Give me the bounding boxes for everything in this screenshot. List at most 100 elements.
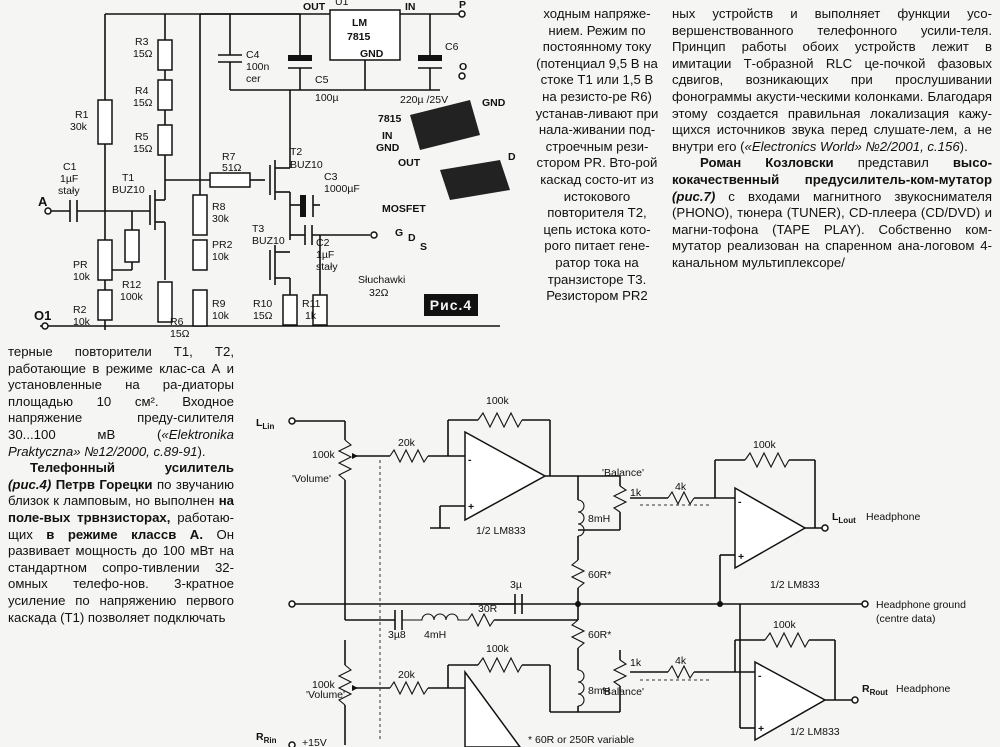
c3u-label: 3µ [510, 579, 522, 591]
mosfet-g-label: G [395, 227, 403, 239]
r2-label: R2 [73, 304, 87, 316]
lm-label: LM [352, 17, 367, 29]
mosfet-d-label: D [408, 232, 416, 244]
right-p2-ref: (рис.7) [672, 188, 716, 204]
r10-value: 15Ω [253, 310, 273, 322]
right-p2-rest: с входами магнитного звукоснимателя (PHO… [672, 188, 992, 270]
left-p2-b2: в режиме классв А. [46, 526, 203, 542]
pkg-gnd2-label: GND [482, 97, 506, 109]
rin-sub: Rin [264, 736, 277, 745]
reg-label: 7815 [347, 31, 371, 43]
t3-label: T3 [252, 223, 264, 235]
c4-value: 100n [246, 61, 270, 73]
left-p2-bold: Телефонный усилитель [30, 460, 234, 476]
o1-label: O1 [34, 308, 51, 323]
pr-label: PR [73, 259, 88, 271]
r5-label: R5 [135, 131, 149, 143]
v15-label: +15V [302, 737, 327, 747]
t2-label: T2 [290, 146, 302, 158]
r5-value: 15Ω [133, 143, 153, 155]
r60-1: 60R* [588, 569, 611, 581]
u1-label: U1 [335, 0, 349, 8]
pr2-label: PR2 [212, 239, 233, 251]
r4k-1: 4k [675, 481, 687, 493]
left-p1-body: терные повторители Т1, Т2, работающие в … [8, 344, 234, 442]
r6-label: R6 [170, 316, 184, 328]
r12-value: 100k [120, 291, 144, 303]
pkg-in-label: IN [382, 130, 393, 142]
c4-type: cer [246, 73, 261, 85]
lout-label: LLout [832, 511, 856, 525]
c3-label: C3 [324, 171, 338, 183]
r11-value: 1k [305, 310, 317, 322]
c4-label: C4 [246, 49, 260, 61]
r7-label: R7 [222, 151, 236, 163]
r4-label: R4 [135, 85, 149, 97]
l4mh-label: 4mH [424, 629, 446, 641]
right-p2-a: представил [833, 155, 953, 171]
left-p2-b1: на поле-вых трвнзисторах, [8, 493, 234, 525]
lout-headphone: Headphone [866, 511, 920, 523]
c1-value: 1µF [60, 173, 78, 185]
right-paragraph-2: Роман Козловски представил высо-кокачест… [672, 155, 992, 271]
pot-100k-2: 100k [312, 679, 336, 691]
opamp1-minus: - [468, 454, 472, 466]
pkg-out-label: OUT [398, 157, 421, 169]
c5-value: 100µ [315, 92, 339, 104]
opamp3-plus: + [758, 723, 764, 735]
right-paragraph-1: ных устройств и выполняет функции усо-ве… [672, 6, 992, 155]
left-p2-a: по звучанию близок к ламповым, но выполн… [8, 476, 234, 509]
lin-sub: Lin [262, 422, 274, 431]
lout-sub: Lout [838, 516, 856, 525]
regulator-7815 [329, 9, 401, 61]
left-column-text: терные повторители Т1, Т2, работающие в … [8, 344, 234, 626]
headphone-ground-note: (centre data) [876, 613, 936, 625]
r60-2: 60R* [588, 629, 611, 641]
r3-value: 15Ω [133, 48, 153, 60]
opamp2-plus: + [738, 551, 744, 563]
r20k-1: 20k [398, 437, 416, 449]
rout-sub: Rout [870, 688, 889, 697]
r7-value: 51Ω [222, 162, 242, 174]
right-p1-body: ных устройств и выполняет функции усо-ве… [672, 6, 992, 154]
o-label: O [459, 61, 467, 73]
left-p2-ref: (рис.4) [8, 476, 52, 492]
right-p2-bold: высо-кокачественный предусилитель-ком-му… [672, 155, 992, 187]
c2-label: C2 [316, 237, 330, 249]
rin-label: RRin [256, 731, 277, 745]
c5-label: C5 [315, 74, 329, 86]
l8mh-2: 8mH [588, 685, 610, 697]
opamp3-label: 1/2 LM833 [790, 726, 840, 738]
volume-label-2: 'Volume' [306, 689, 345, 701]
headphones-label: Słuchawki [358, 274, 405, 286]
r11-label: R11 [302, 298, 321, 310]
fb-100k-2: 100k [753, 439, 777, 451]
left-p1-ref: «Elektronika Praktyczna» №12/2000, с.89-… [8, 426, 234, 459]
l8mh-1: 8mH [588, 513, 610, 525]
c1-type: stały [58, 185, 80, 197]
left-p2-d: Он развивает мощность до 100 мВт на стан… [8, 526, 234, 625]
rout-headphone: Headphone [896, 683, 950, 695]
c6-label: C6 [445, 41, 459, 53]
figure-4-badge: Рис.4 [424, 294, 478, 316]
r2-value: 10k [73, 316, 91, 328]
t1-type: BUZ10 [112, 184, 145, 196]
left-p2-author: Петрв Горецки [51, 476, 153, 492]
pot-100k-1: 100k [312, 449, 336, 461]
t3-type: BUZ10 [252, 235, 285, 247]
pot-1k-1: 1k [630, 487, 642, 499]
pkg-7815-label: 7815 [378, 113, 402, 125]
t2-type: BUZ10 [290, 159, 323, 171]
lin-label: LLin [256, 417, 275, 431]
rout-label: RRout [862, 683, 888, 697]
pr2-value: 10k [212, 251, 230, 263]
left-p2-c: работаю-щих [8, 509, 234, 542]
c38-label: 3µ8 [388, 629, 406, 641]
mosfet-s-label: S [420, 241, 427, 253]
headphone-ground-label: Headphone ground [876, 599, 966, 611]
opamp3-minus: - [758, 670, 762, 682]
r9-value: 10k [212, 310, 230, 322]
r1-label: R1 [75, 109, 89, 121]
mosfet-d2-label: D [508, 151, 516, 163]
c3-value: 1000µF [324, 183, 360, 195]
